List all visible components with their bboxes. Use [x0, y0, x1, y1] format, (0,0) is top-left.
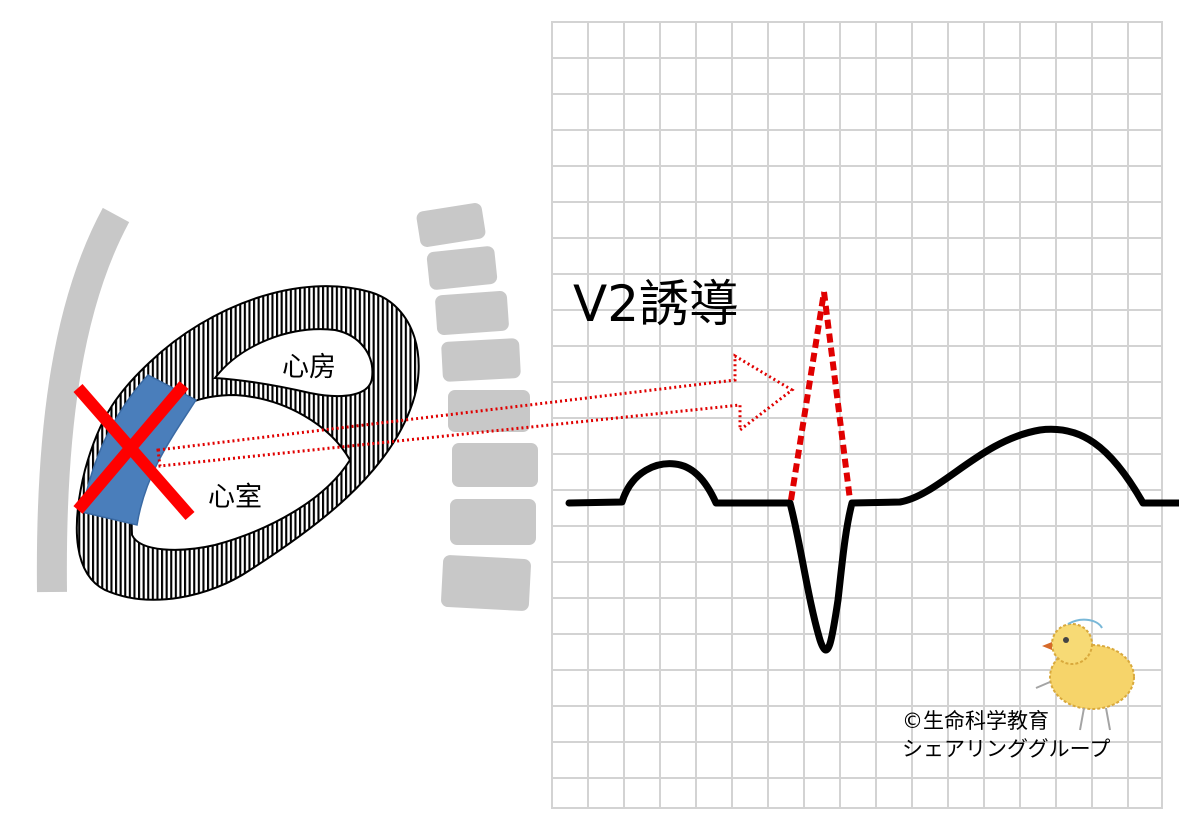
vertebra	[416, 202, 487, 248]
spine	[416, 202, 538, 611]
expected-r-wave-lines	[791, 292, 850, 500]
credit-line-1: ©生命科学教育	[902, 707, 1110, 735]
atrium-label: 心房	[282, 352, 336, 383]
lead-label: V2誘導	[573, 275, 739, 333]
copyright-credit: ©生命科学教育 シェアリンググループ	[902, 707, 1110, 763]
vertebra	[435, 291, 510, 336]
vertebra	[452, 443, 538, 487]
vertebra	[441, 338, 521, 382]
vertebra	[441, 555, 532, 612]
ventricle-label: 心室	[208, 482, 262, 513]
credit-line-2: シェアリンググループ	[902, 735, 1110, 763]
vertebra	[450, 499, 536, 545]
vertebra	[426, 246, 498, 291]
vertebra	[448, 390, 530, 432]
